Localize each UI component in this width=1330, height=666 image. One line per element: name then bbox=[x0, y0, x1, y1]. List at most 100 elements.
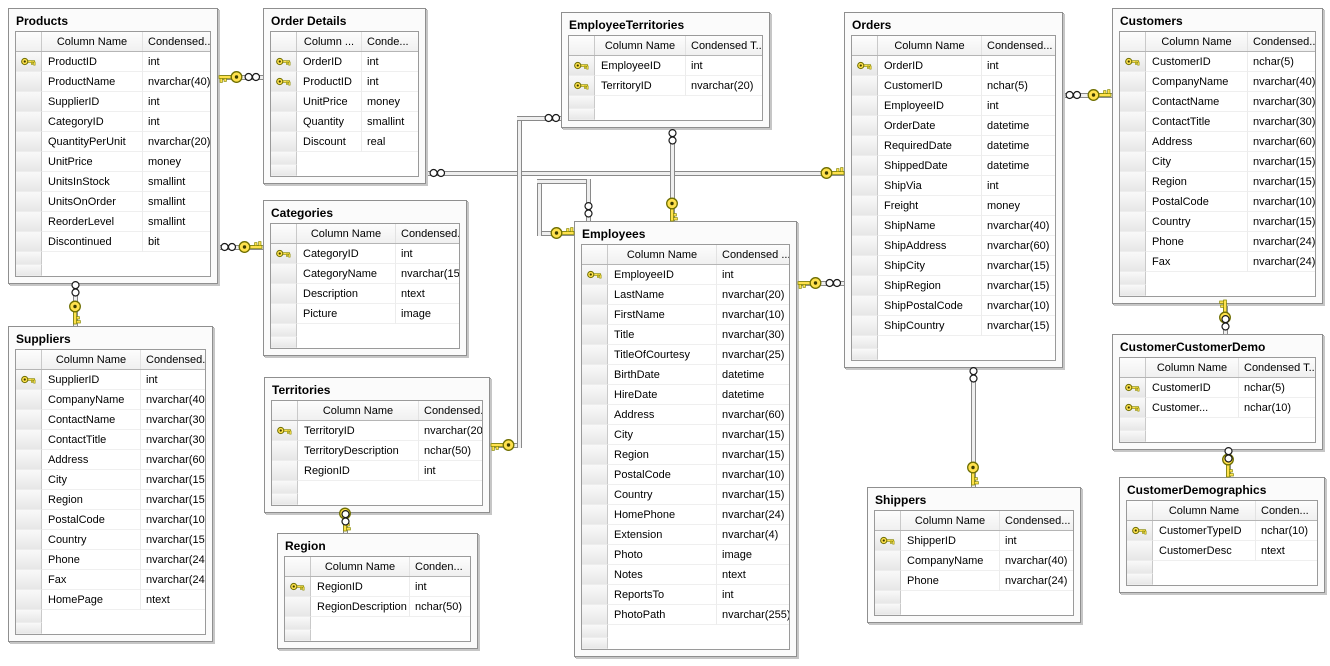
empty-row[interactable] bbox=[1120, 418, 1315, 431]
column-type-cell[interactable]: ntext bbox=[140, 590, 205, 610]
empty-row[interactable] bbox=[272, 481, 482, 494]
column-type-cell[interactable]: datetime bbox=[716, 365, 789, 385]
row-selector-cell[interactable] bbox=[16, 490, 42, 510]
column-name-cell[interactable]: ContactName bbox=[1146, 92, 1247, 112]
column-name-cell[interactable]: ShippedDate bbox=[878, 156, 981, 176]
column-name-cell[interactable]: ShipCountry bbox=[878, 316, 981, 336]
row-selector-cell[interactable] bbox=[582, 345, 608, 365]
column-name-cell[interactable]: Freight bbox=[878, 196, 981, 216]
column-type-cell[interactable]: nvarchar(24) bbox=[716, 505, 789, 525]
column-type-cell[interactable]: nvarchar(15) bbox=[1247, 152, 1315, 172]
column-name-cell[interactable]: ProductName bbox=[42, 72, 142, 92]
empty-row[interactable] bbox=[271, 152, 418, 165]
column-name-cell[interactable]: HireDate bbox=[608, 385, 716, 405]
row-selector-cell[interactable] bbox=[16, 212, 42, 232]
row-selector-cell[interactable] bbox=[875, 551, 901, 571]
row-selector-cell[interactable] bbox=[271, 92, 297, 112]
row-selector-cell[interactable] bbox=[852, 176, 878, 196]
column-name-cell[interactable]: ContactTitle bbox=[42, 430, 140, 450]
column-name-cell[interactable]: EmployeeID bbox=[608, 265, 716, 285]
column-name-cell[interactable]: ContactTitle bbox=[1146, 112, 1247, 132]
row-selector-cell[interactable] bbox=[16, 510, 42, 530]
row-selector-cell[interactable] bbox=[16, 112, 42, 132]
primary-key-cell[interactable] bbox=[271, 244, 297, 264]
column-name-cell[interactable]: BirthDate bbox=[608, 365, 716, 385]
column-type-cell[interactable]: smallint bbox=[142, 192, 210, 212]
column-name-cell[interactable]: CustomerID bbox=[1146, 378, 1238, 398]
column-type-cell[interactable]: datetime bbox=[981, 156, 1055, 176]
column-name-cell[interactable]: Fax bbox=[1146, 252, 1247, 272]
column-name-cell[interactable]: Customer... bbox=[1146, 398, 1238, 418]
column-name-cell[interactable]: RegionDescription bbox=[311, 597, 409, 617]
row-selector-cell[interactable] bbox=[582, 385, 608, 405]
row-selector-cell[interactable] bbox=[582, 305, 608, 325]
row-selector-cell[interactable] bbox=[16, 252, 42, 265]
column-name-cell[interactable]: CustomerID bbox=[1146, 52, 1247, 72]
column-name-cell[interactable]: ReorderLevel bbox=[42, 212, 142, 232]
column-name-cell[interactable]: RequiredDate bbox=[878, 136, 981, 156]
row-selector-cell[interactable] bbox=[1120, 172, 1146, 192]
row-selector-cell[interactable] bbox=[16, 232, 42, 252]
row-selector-cell[interactable] bbox=[16, 390, 42, 410]
column-name-cell[interactable]: FirstName bbox=[608, 305, 716, 325]
column-name-cell[interactable]: Country bbox=[1146, 212, 1247, 232]
row-selector-cell[interactable] bbox=[16, 430, 42, 450]
column-name-cell[interactable]: TerritoryID bbox=[595, 76, 685, 96]
row-selector-cell[interactable] bbox=[852, 156, 878, 176]
row-selector-cell[interactable] bbox=[16, 470, 42, 490]
row-selector-cell[interactable] bbox=[852, 236, 878, 256]
row-selector-cell[interactable] bbox=[272, 494, 298, 505]
row-selector-cell[interactable] bbox=[852, 316, 878, 336]
row-selector-cell[interactable] bbox=[875, 571, 901, 591]
column-type-cell[interactable]: real bbox=[361, 132, 418, 152]
row-selector-cell[interactable] bbox=[582, 525, 608, 545]
row-selector-cell[interactable] bbox=[1120, 192, 1146, 212]
empty-row[interactable] bbox=[16, 252, 210, 265]
table-title[interactable]: Employees bbox=[582, 227, 646, 241]
column-type-cell[interactable]: nvarchar(20) bbox=[418, 421, 482, 441]
table-title[interactable]: EmployeeTerritories bbox=[569, 18, 685, 32]
column-name-cell[interactable]: ReportsTo bbox=[608, 585, 716, 605]
row-selector-cell[interactable] bbox=[582, 285, 608, 305]
column-type-cell[interactable]: money bbox=[981, 196, 1055, 216]
column-name-cell[interactable]: Picture bbox=[297, 304, 395, 324]
column-type-cell[interactable]: datetime bbox=[716, 385, 789, 405]
column-type-cell[interactable]: int bbox=[142, 52, 210, 72]
row-selector-cell[interactable] bbox=[16, 550, 42, 570]
row-selector-cell[interactable] bbox=[272, 441, 298, 461]
row-selector-cell[interactable] bbox=[16, 410, 42, 430]
column-name-cell[interactable]: Region bbox=[42, 490, 140, 510]
column-name-cell[interactable]: SupplierID bbox=[42, 370, 140, 390]
column-type-cell[interactable]: money bbox=[142, 152, 210, 172]
column-name-cell[interactable]: TerritoryID bbox=[298, 421, 418, 441]
column-name-cell[interactable]: CompanyName bbox=[901, 551, 999, 571]
row-selector-cell[interactable] bbox=[582, 505, 608, 525]
column-type-cell[interactable]: nvarchar(15) bbox=[395, 264, 459, 284]
column-type-cell[interactable]: int bbox=[140, 370, 205, 390]
column-type-cell[interactable]: nvarchar(40) bbox=[981, 216, 1055, 236]
row-selector-cell[interactable] bbox=[16, 192, 42, 212]
